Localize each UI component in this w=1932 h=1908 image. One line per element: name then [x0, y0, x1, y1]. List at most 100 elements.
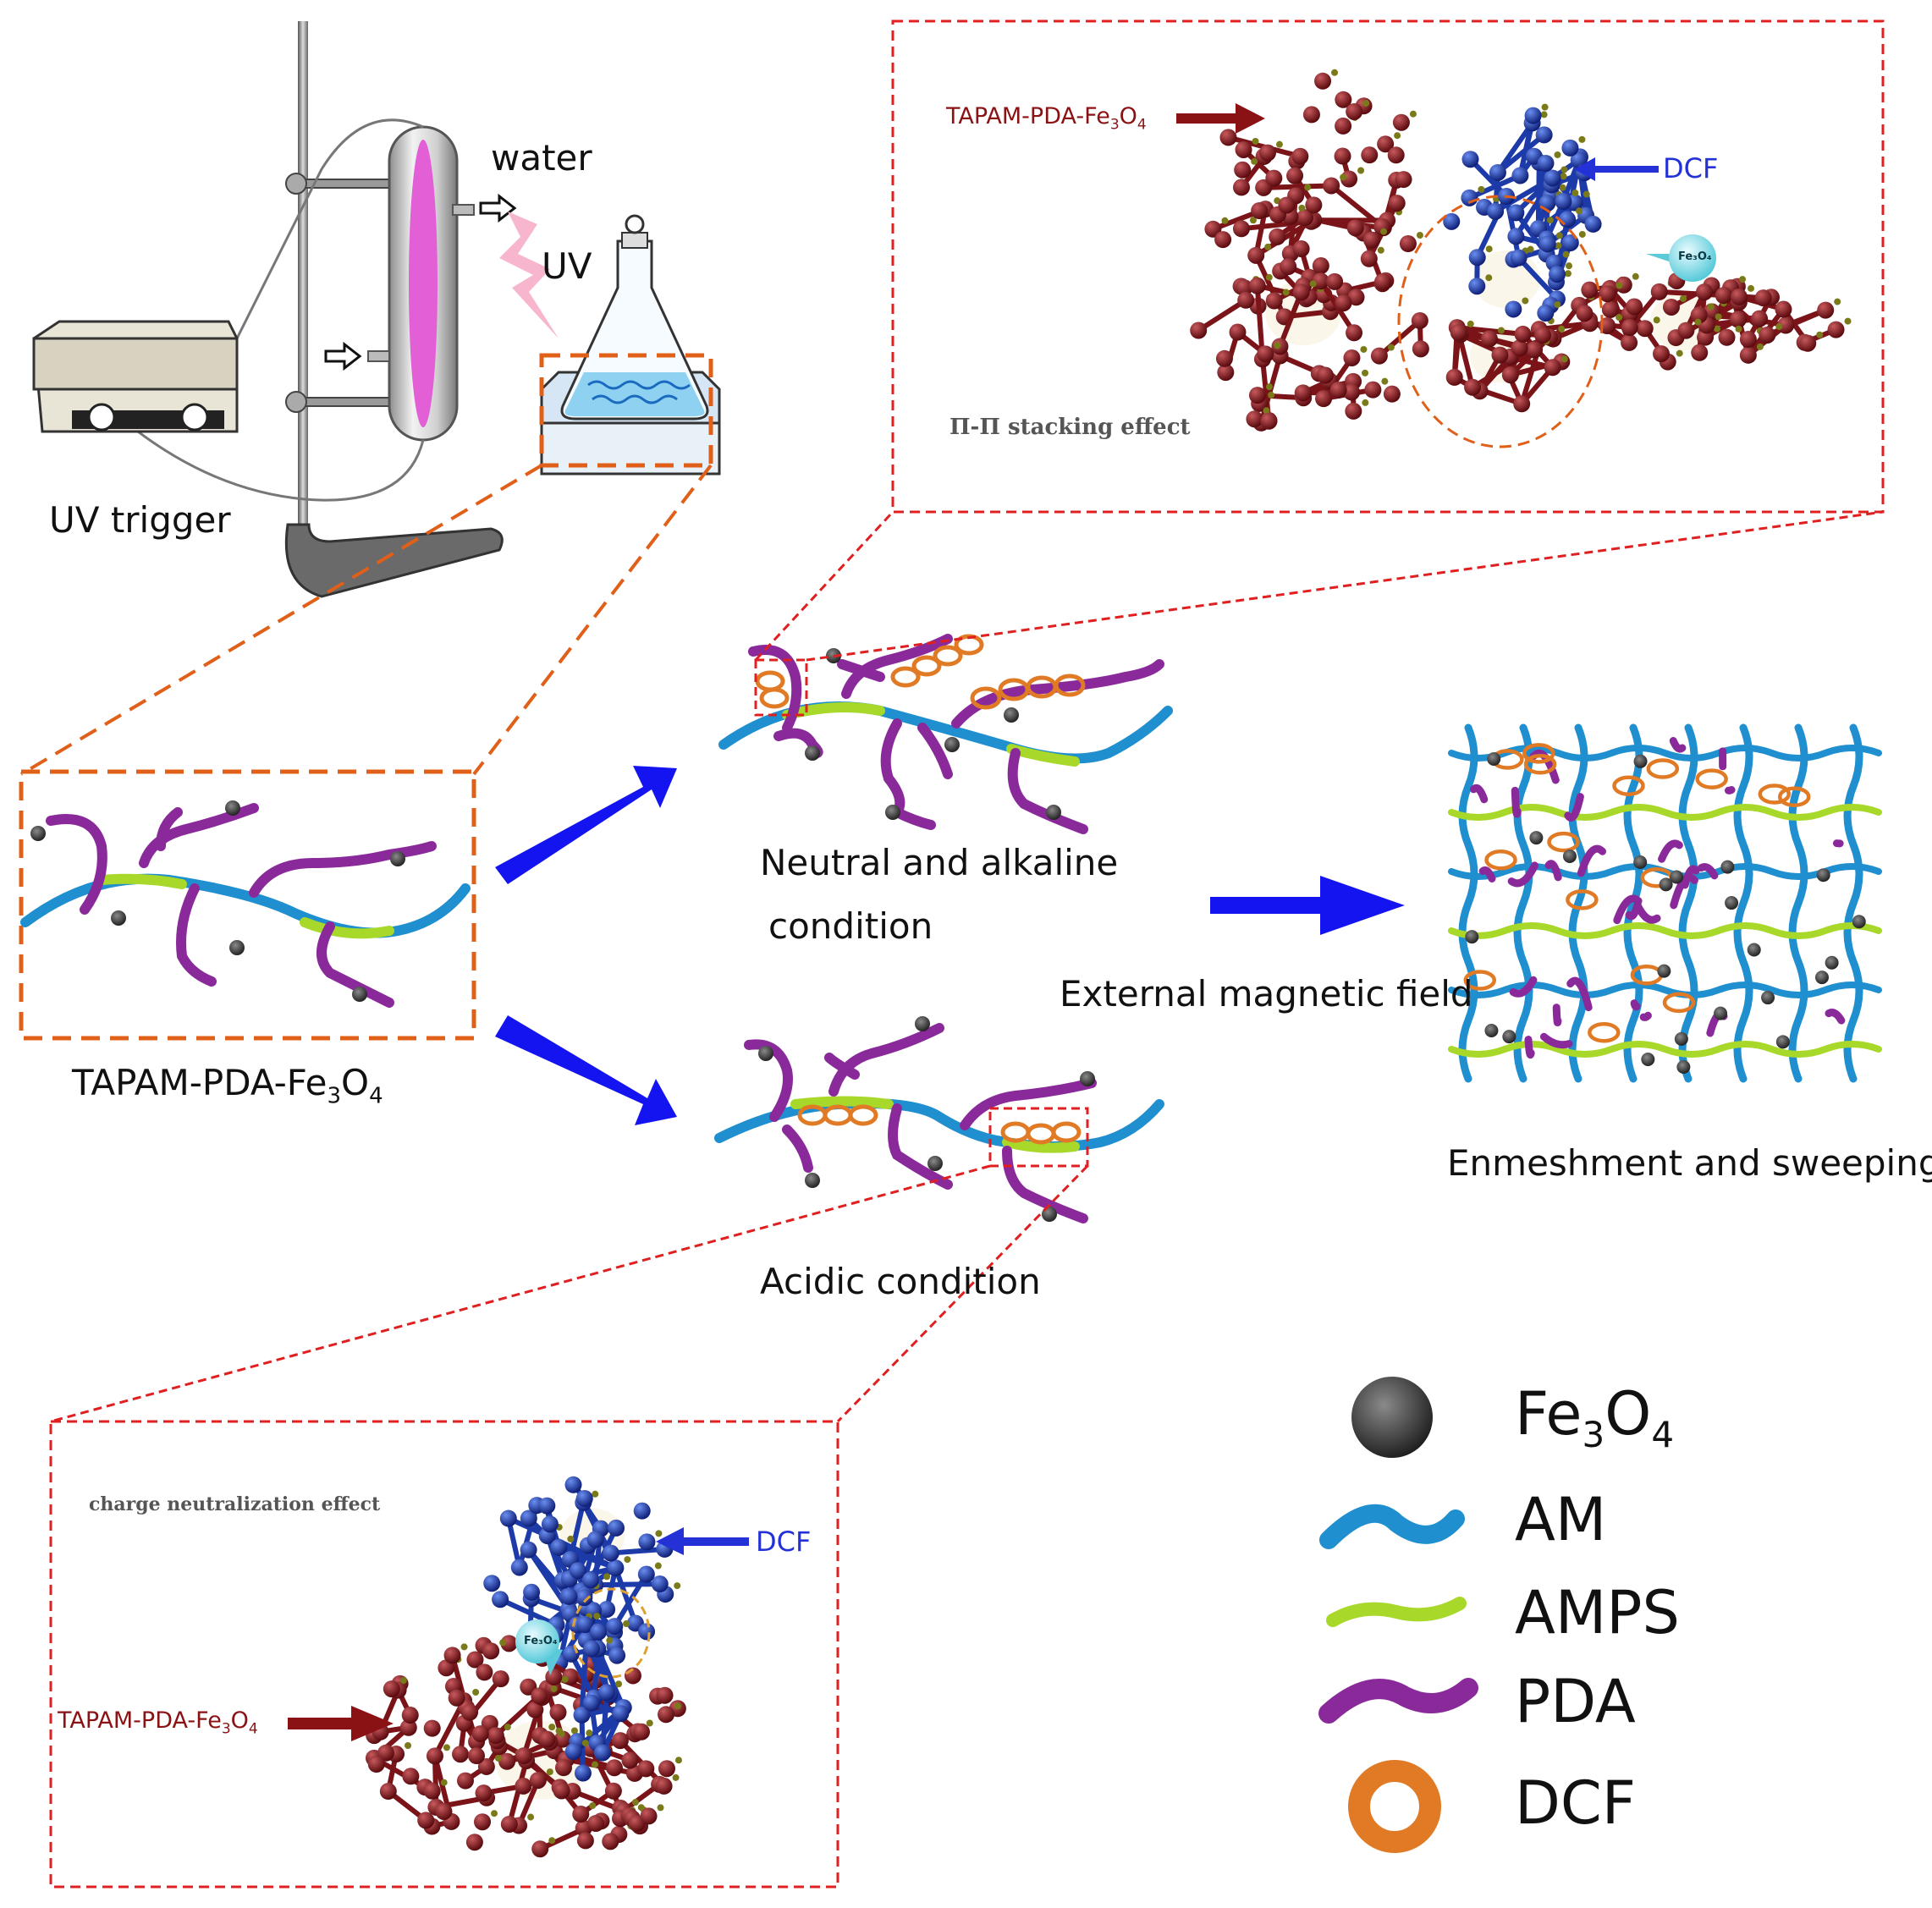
molecule-atom [482, 1642, 500, 1660]
dcf-ring [954, 634, 984, 656]
erlenmeyer-flask [560, 214, 709, 421]
molecule-atom [1235, 140, 1252, 158]
molecule-atom [1544, 169, 1561, 187]
molecule-hydrogen [657, 1804, 664, 1812]
network-fe3o4-particle [1814, 970, 1829, 985]
molecule-atom [475, 1784, 493, 1802]
network-fe3o4-particle [1633, 754, 1648, 768]
molecule-atom [1343, 349, 1361, 366]
molecule-hydrogen [674, 1582, 681, 1590]
pi-stacking-zone [1397, 195, 1604, 448]
network-pda-branch [1544, 860, 1562, 882]
molecule-hydrogen [460, 1643, 468, 1651]
network-dcf-ring [1566, 889, 1599, 910]
network-dcf-ring [1662, 992, 1696, 1014]
molecule-atom [423, 1719, 441, 1737]
molecule-atom [621, 1751, 639, 1769]
molecule-hydrogen [1268, 391, 1275, 399]
molecule-atom [1817, 301, 1835, 319]
dcf-arrow-top [1574, 157, 1659, 181]
molecule-hydrogen [1485, 274, 1493, 282]
molecule-hydrogen [499, 1639, 507, 1647]
network-dcf-ring [1588, 1021, 1621, 1043]
molecule-hydrogen [674, 1702, 682, 1710]
fe3o4-particle [390, 851, 405, 866]
molecule-atom [499, 1509, 517, 1527]
neutral-condition-label-line2: condition [768, 905, 933, 947]
fe3o4-particle [111, 910, 126, 926]
water-label: water [491, 137, 592, 179]
uv-lamp-core [409, 140, 438, 427]
fe3o4-particle [805, 745, 820, 761]
network-fe3o4-particle [1633, 855, 1648, 869]
molecule-atom [1317, 366, 1335, 384]
dcf-ring [970, 686, 1002, 710]
molecule-hydrogen [399, 1677, 407, 1685]
network-dcf-ring [1646, 758, 1680, 779]
molecule-atom [638, 1533, 656, 1551]
molecule-atom [1296, 209, 1314, 227]
network-dcf-ring [1484, 850, 1517, 871]
molecule-atom [1443, 212, 1461, 230]
molecule-hydrogen [1739, 276, 1747, 283]
molecule-atom [608, 1647, 626, 1664]
molecule-atom [572, 1806, 590, 1823]
molecule-atom [1615, 276, 1632, 294]
molecule-atom [587, 1815, 605, 1833]
network-dcf-ring [1522, 743, 1555, 764]
molecule-atom [1234, 161, 1252, 179]
molecule-hydrogen [1564, 270, 1571, 278]
fe3o4-particle [915, 1016, 930, 1031]
molecule-atom [1335, 117, 1352, 135]
acidic-condition-label: Acidic condition [760, 1261, 1041, 1302]
molecule-atom [402, 1768, 420, 1785]
molecule-atom [1507, 204, 1525, 222]
molecule-hydrogen [494, 1754, 502, 1762]
legend-pda-icon [1318, 1678, 1478, 1724]
molecule-hydrogen [1221, 217, 1229, 224]
molecule-atom [1480, 330, 1498, 348]
water-out-arrow [479, 193, 517, 223]
molecule-atom [1329, 382, 1347, 399]
molecule-hydrogen [1676, 349, 1683, 357]
molecule-atom [1535, 126, 1553, 144]
molecule-atom [1505, 300, 1522, 318]
molecule-bond [567, 1502, 586, 1560]
molecule-atom [1291, 147, 1309, 165]
network-pda-branch [1724, 785, 1736, 795]
amps-segment [96, 873, 187, 889]
fe3o4-particle [885, 805, 900, 820]
molecule-atom [531, 1840, 549, 1858]
molecule-atom [443, 1647, 461, 1664]
fe3o4-bubble-bottom-label: Fe₃O₄ [524, 1635, 558, 1647]
molecule-atom [1343, 383, 1361, 401]
molecule-atom [1775, 300, 1792, 318]
molecule-atom [1278, 196, 1296, 214]
molecule-hydrogen [603, 1573, 611, 1581]
network-pda-branch [1697, 863, 1719, 880]
molecule-atom [1247, 246, 1265, 264]
molecule-hydrogen [1381, 377, 1389, 385]
molecule-atom [538, 1497, 556, 1515]
molecule-atom [1715, 287, 1732, 305]
molecule-atom [1487, 202, 1505, 220]
molecule-atom [1650, 283, 1668, 300]
molecule-atom [1232, 179, 1250, 196]
molecule-atom [531, 1687, 548, 1705]
molecule-hydrogen [1578, 135, 1586, 143]
molecule-atom [1346, 324, 1363, 342]
molecule-atom [467, 1747, 485, 1765]
molecule-atom [426, 1747, 443, 1765]
molecule-atom [541, 1515, 559, 1533]
network-am-strand [1458, 723, 1478, 1083]
molecule-atom [492, 1670, 509, 1688]
network-dcf-ring [1523, 754, 1557, 775]
molecule-bond [610, 1546, 665, 1556]
network-am-strand [1568, 723, 1588, 1083]
molecule-hydrogen [567, 1535, 575, 1542]
molecule-hydrogen [1775, 322, 1783, 330]
network-pda-branch [1552, 1003, 1562, 1027]
molecule-atom [1412, 340, 1429, 358]
molecule-atom [1363, 231, 1381, 249]
molecule-atom [611, 1732, 629, 1750]
